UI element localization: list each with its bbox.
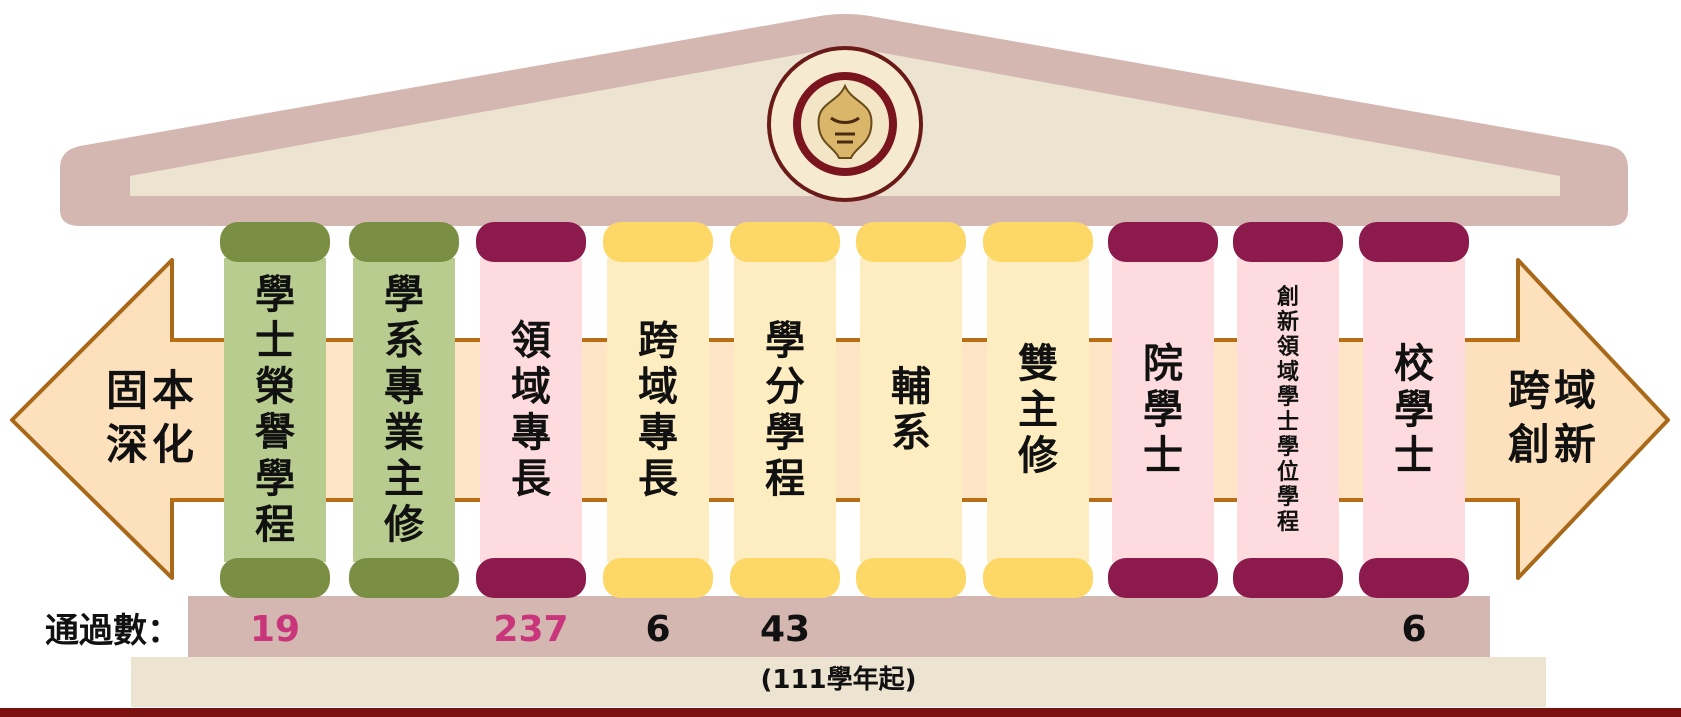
pillar-bottom-cap (476, 558, 586, 598)
pillar-3 (476, 222, 586, 598)
pillar-label-3: 領域專長 (511, 318, 551, 502)
footer-line (0, 708, 1681, 717)
pillar-7 (983, 222, 1093, 598)
right-label-line-2: 創新 (1507, 420, 1600, 469)
pillar-body (987, 258, 1089, 562)
pillar-body (480, 258, 582, 562)
pillar-6 (856, 222, 966, 598)
pillar-label-5: 學分學程 (765, 318, 805, 502)
pillar-body (607, 258, 709, 562)
academic-year-note: (111學年起) (760, 665, 917, 695)
pillar-body (1363, 258, 1465, 562)
pillar-4 (603, 222, 713, 598)
pillar-top-cap (730, 222, 840, 262)
pillar-5 (730, 222, 840, 598)
pillar-bottom-cap (1108, 558, 1218, 598)
left-label-line-1: 固本 (105, 366, 198, 415)
pillar-2 (349, 222, 459, 598)
pillar-body (860, 258, 962, 562)
right-label-line-1: 跨域 (1507, 366, 1600, 415)
pass-count-value: 6 (1401, 609, 1427, 650)
pillar-bottom-cap (730, 558, 840, 598)
pillar-top-cap (603, 222, 713, 262)
pillar-top-cap (476, 222, 586, 262)
pillar-label-9: 創新領域學士學位學程 (1276, 285, 1299, 535)
pillar-body (353, 258, 455, 562)
pillar-9 (1233, 222, 1343, 598)
pillar-label-2: 學系專業主修 (384, 272, 424, 548)
pass-count-label: 通過數： (45, 611, 181, 651)
pillar-body (224, 258, 326, 562)
pillar-10 (1359, 222, 1469, 598)
pillar-top-cap (856, 222, 966, 262)
pillar-bottom-cap (856, 558, 966, 598)
left-arrow-label: 固本 深化 (92, 364, 212, 472)
pass-count-value: 237 (493, 609, 569, 650)
pass-count-value: 43 (759, 609, 811, 650)
pillar-bottom-cap (220, 558, 330, 598)
pillar-top-cap (1359, 222, 1469, 262)
university-seal-icon (767, 46, 923, 202)
pillar-top-cap (1233, 222, 1343, 262)
pillar-bottom-cap (349, 558, 459, 598)
pillar-top-cap (349, 222, 459, 262)
pillar-body (734, 258, 836, 562)
right-arrow-label: 跨域 創新 (1494, 364, 1614, 472)
pillar-label-10: 校學士 (1394, 341, 1434, 479)
base-step (131, 657, 1546, 707)
pillar-body (1112, 258, 1214, 562)
pass-count-value: 6 (645, 609, 671, 650)
pillar-bottom-cap (1233, 558, 1343, 598)
pillar-top-cap (220, 222, 330, 262)
pass-count-value: 19 (249, 609, 301, 650)
pillar-label-7: 雙主修 (1018, 341, 1058, 479)
pillar-base (188, 596, 1490, 660)
pillar-1 (220, 222, 330, 598)
pillar-body (1237, 258, 1339, 562)
pillar-8 (1108, 222, 1218, 598)
pillar-bottom-cap (983, 558, 1093, 598)
left-label-line-2: 深化 (105, 420, 198, 469)
pillar-top-cap (983, 222, 1093, 262)
pillar-label-6: 輔系 (891, 364, 931, 456)
pillar-bottom-cap (603, 558, 713, 598)
pillar-top-cap (1108, 222, 1218, 262)
pillar-label-1: 學士榮譽學程 (255, 272, 295, 548)
pillar-label-8: 院學士 (1143, 341, 1183, 479)
pillar-bottom-cap (1359, 558, 1469, 598)
pillar-label-4: 跨域專長 (638, 318, 678, 502)
